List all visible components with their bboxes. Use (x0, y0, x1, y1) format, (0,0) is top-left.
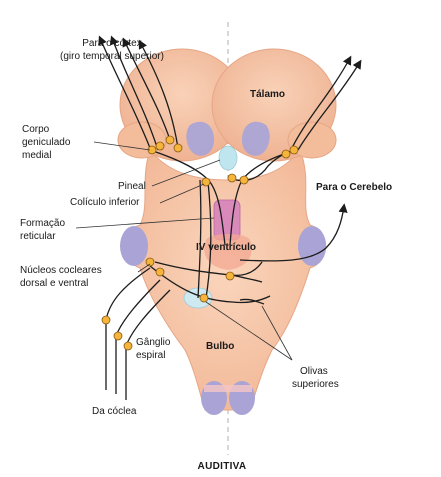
tract-inner-7 (231, 274, 263, 283)
tract-to-cortex-3 (122, 37, 171, 141)
tract-to-cerebellum (239, 203, 348, 262)
leader-olivas-2 (261, 305, 293, 361)
purple-region-right-side (298, 226, 326, 266)
label-ganglio-1: Gânglio (136, 337, 171, 348)
nucleus-geniculate-3 (165, 135, 175, 145)
label-corpo-3: medial (22, 150, 51, 161)
leader-corpo (93, 141, 151, 151)
label-auditiva: AUDITIVA (198, 461, 247, 472)
nucleus-cochlear-1 (145, 257, 155, 267)
leader-coliculo (159, 183, 205, 204)
tract-olive-right (239, 298, 265, 305)
label-coliculo: Colículo inferior (70, 197, 140, 208)
tract-right-cortex-2 (297, 59, 362, 151)
leader-pineal (151, 159, 221, 187)
label-para-cortex-2: (giro temporal superior) (60, 51, 164, 62)
tract-to-cortex-1 (98, 35, 151, 149)
reticular-formation (213, 199, 241, 241)
tract-inner-4 (205, 181, 212, 299)
nucleus-lateral-1 (225, 271, 235, 281)
pineal-gland (218, 145, 238, 171)
purple-region-left-side (120, 226, 148, 266)
cochlear-fiber-1 (105, 267, 151, 390)
nucleus-geniculate-right-2 (289, 145, 299, 155)
label-pineal: Pineal (118, 181, 146, 192)
label-iv-ventriculo: IV ventrículo (196, 242, 256, 253)
nucleus-inferior-colliculus-2 (227, 173, 237, 183)
label-talamo: Tálamo (250, 89, 285, 100)
nucleus-geniculate-2 (155, 141, 165, 151)
label-corpo-2: geniculado (22, 137, 71, 148)
leader-formacao (75, 217, 215, 229)
label-bulbo: Bulbo (206, 341, 234, 352)
label-para-cerebelo: Para o Cerebelo (316, 182, 392, 193)
label-corpo-1: Corpo (22, 124, 50, 135)
nucleus-inferior-colliculus-3 (239, 175, 249, 185)
label-nucleos-2: dorsal e ventral (20, 278, 88, 289)
nucleus-spiral-ganglion-3 (123, 341, 133, 351)
leader-olivas-1 (205, 301, 293, 361)
tract-to-cortex-4 (138, 39, 179, 149)
medulla-base-band (204, 385, 252, 392)
label-olivas-2: superiores (292, 379, 339, 390)
nucleus-cochlear-2 (155, 267, 165, 277)
tract-right-cortex-1 (289, 55, 352, 153)
label-da-coclea: Da cóclea (92, 406, 137, 417)
nucleus-olive-1 (199, 293, 209, 303)
label-olivas-1: Olivas (300, 366, 328, 377)
label-nucleos-1: Núcleos cocleares (20, 265, 102, 276)
purple-region-left-top (186, 121, 214, 156)
leader-nucleos (137, 263, 151, 273)
purple-region-right-top (242, 121, 270, 156)
nucleus-inferior-colliculus-1 (201, 177, 211, 187)
nucleus-spiral-ganglion-2 (113, 331, 123, 341)
label-formacao-2: reticular (20, 231, 56, 242)
nucleus-geniculate-4 (173, 143, 183, 153)
label-ganglio-2: espiral (136, 350, 165, 361)
label-para-cortex-1: Para o córtex (82, 38, 141, 49)
brainstem-body (123, 148, 327, 411)
tract-inner-3 (197, 179, 202, 299)
label-formacao-1: Formação (20, 218, 65, 229)
fourth-ventricle (204, 234, 252, 270)
nucleus-spiral-ganglion-1 (101, 315, 111, 325)
tract-inner-6 (149, 265, 271, 304)
tract-to-cortex-2 (110, 35, 159, 151)
nucleus-geniculate-right-1 (281, 149, 291, 159)
geniculate-right (287, 121, 337, 159)
